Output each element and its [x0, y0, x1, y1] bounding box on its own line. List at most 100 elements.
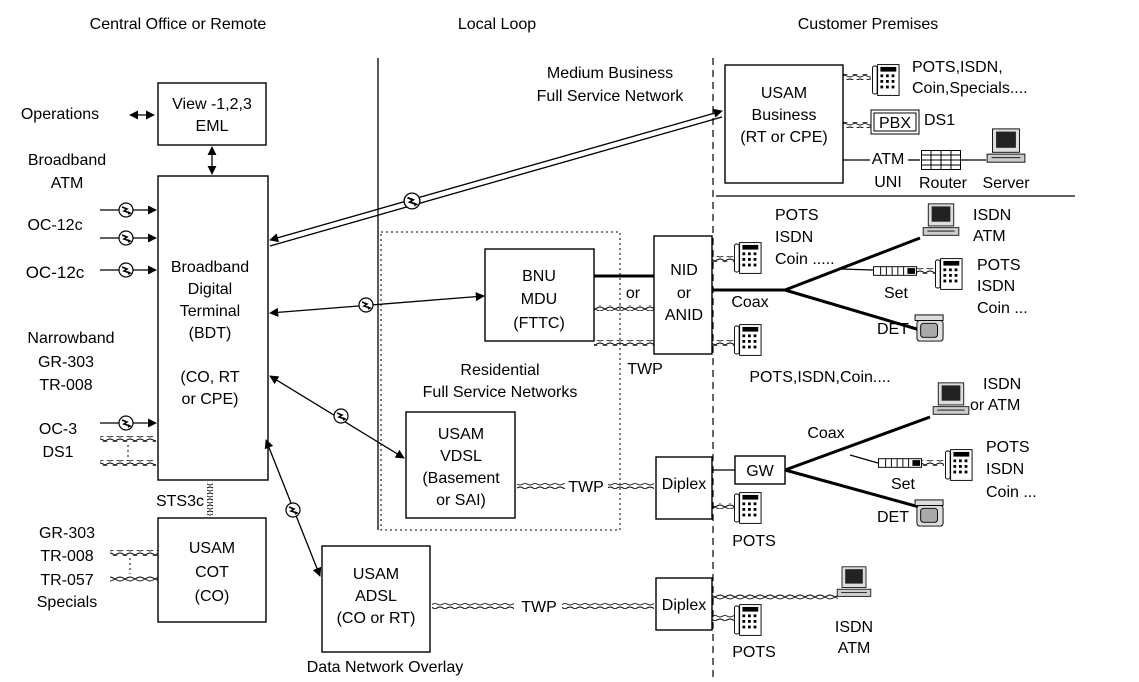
boxes-bdt-5: (CO, RT [180, 369, 239, 386]
sts3c-link [207, 482, 213, 516]
cot-box [157, 517, 267, 623]
boxes-cot-1: COT [195, 564, 229, 581]
premises-labels-det-2: DET [877, 509, 909, 526]
boxes-cot-0: USAM [189, 540, 235, 557]
boxes-vdsl-3: or SAI) [436, 492, 486, 509]
premises-labels-pots-diplex2: POTS [732, 644, 776, 661]
loop-labels-medium-business-1: Medium Business [547, 65, 673, 82]
loop-labels-residential-1: Residential [460, 362, 539, 379]
bdt-box [157, 175, 269, 481]
boxes-gw: GW [746, 463, 774, 480]
premises-labels-biz-pots-1: POTS,ISDN, [912, 59, 1003, 76]
loop-labels-twp-vdsl: TWP [568, 479, 604, 496]
boxes-bdt-6: or CPE) [182, 391, 239, 408]
boxes-nid-1: or [677, 285, 692, 302]
premises-labels-coax-2: Coax [807, 425, 844, 442]
loop-labels-twp-nid: TWP [627, 361, 663, 378]
phone-icon [872, 64, 900, 96]
broadband-label: Broadband [28, 152, 106, 169]
set-top-icon [873, 266, 917, 276]
boxes-bnu-1: MDU [521, 291, 557, 308]
tv-icon [914, 314, 944, 342]
vdsl-box [405, 411, 516, 519]
narrowband-label: Narrowband [27, 330, 114, 347]
oc12c-label-b: OC-12c [26, 263, 85, 282]
narrowband-gr303: GR-303 [38, 354, 94, 371]
loop-labels-or: or [626, 285, 641, 302]
premises-labels-coax-1: Coax [731, 294, 768, 311]
boxes-cot-2: (CO) [195, 588, 230, 605]
left-labels-cot-if-3: TR-057 [40, 572, 93, 589]
premises-labels-isdn-or-atm-1: ISDN [983, 376, 1021, 393]
premises-labels-uni: UNI [874, 174, 902, 191]
premises-labels-pots-line: POTS,ISDN,Coin.... [749, 369, 890, 386]
premises-labels-isdn-atm-bottom-2: ATM [838, 640, 871, 657]
premises-labels-set-1: Set [884, 285, 909, 302]
bnu-fiber [269, 292, 485, 317]
boxes-vdsl-0: USAM [438, 426, 484, 443]
left-labels-cot-if-1: GR-303 [39, 525, 95, 542]
phone-icon [734, 604, 762, 636]
premises-labels-isdn-atm-1: ISDN [973, 207, 1011, 224]
boxes-adsl-0: USAM [353, 566, 399, 583]
fiber-icon [333, 408, 349, 424]
twisted-pair [100, 436, 156, 442]
loop-labels-medium-business-2: Full Service Network [537, 88, 685, 105]
boxes-adsl-1: ADSL [355, 588, 397, 605]
computer-icon [836, 566, 872, 597]
nid-twp [594, 340, 654, 346]
boxes-business-0: USAM [761, 85, 807, 102]
phone-icon [734, 492, 762, 524]
premises-labels-router: Router [919, 175, 968, 192]
twisted-pair [100, 460, 156, 466]
fiber-icon [118, 230, 134, 246]
ds1-label: DS1 [42, 444, 73, 461]
premises-labels-set-2: Set [891, 476, 916, 493]
view-eml-box [157, 82, 267, 146]
premises-labels-ds1: DS1 [924, 112, 955, 129]
boxes-business-1: Business [752, 107, 817, 124]
boxes-bdt-3: (BDT) [189, 325, 232, 342]
boxes-bdt-0: Broadband [171, 259, 249, 276]
router-icon [921, 150, 961, 170]
boxes-vdsl-2: (Basement [422, 470, 500, 487]
broadband-atm-label: ATM [51, 175, 84, 192]
boxes-bdt-1: Digital [188, 281, 232, 298]
header-customer-premises: Customer Premises [798, 16, 938, 33]
boxes-bdt-2: Terminal [180, 303, 240, 320]
fiber-icon [118, 202, 134, 218]
left-labels-cot-if-4: Specials [37, 594, 97, 611]
loop-labels-data-overlay: Data Network Overlay [307, 659, 464, 676]
boxes-vdsl-1: VDSL [440, 448, 482, 465]
boxes-pbx: PBX [879, 115, 911, 132]
boxes-nid-2: ANID [665, 307, 703, 324]
fiber-icon [403, 192, 421, 210]
boxes-bnu-2: (FTTC) [513, 315, 565, 332]
computer-icon [932, 382, 970, 415]
nid-box [653, 235, 713, 355]
premises-labels-set-pots-1: POTS [977, 257, 1021, 274]
header-central-office: Central Office or Remote [90, 16, 267, 33]
diplex-box-1 [655, 456, 713, 520]
boxes-adsl-2: (CO or RT) [337, 610, 416, 627]
boxes-diplex-2: Diplex [662, 597, 706, 614]
header-local-loop: Local Loop [458, 16, 536, 33]
boxes-nid-0: NID [670, 262, 698, 279]
premises-labels-isdn-or-atm-2: or ATM [970, 397, 1020, 414]
narrowband-tr008: TR-008 [39, 377, 92, 394]
oc12c-label-a: OC-12c [27, 217, 82, 234]
fiber-icon [358, 297, 374, 313]
usam-business-box [724, 64, 844, 184]
fiber-icon [118, 262, 134, 278]
fiber-icon [285, 502, 301, 518]
premises-labels-set-pots-2: ISDN [977, 278, 1015, 295]
bnu-nid-twp [594, 305, 654, 311]
bnu-box [484, 248, 595, 342]
left-labels-cot-if-2: TR-008 [40, 548, 93, 565]
phone-icon [945, 449, 973, 481]
view-label: View -1,2,3 [172, 96, 252, 113]
oc3-label: OC-3 [39, 421, 77, 438]
premises-labels-isdn-atm-bottom-1: ISDN [835, 619, 873, 636]
boxes-diplex-1: Diplex [662, 476, 706, 493]
